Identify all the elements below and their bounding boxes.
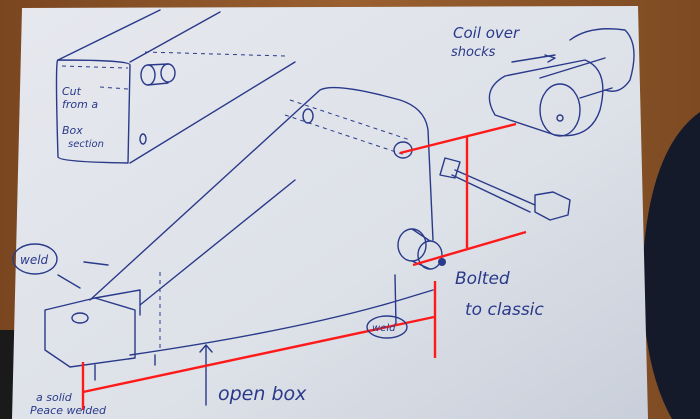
label-bolted-2: to classic [465, 300, 544, 320]
dark-object [642, 112, 700, 419]
label-solid-piece-2: Peace welded [30, 404, 107, 417]
label-text: from a [62, 98, 98, 111]
label-cut-from-box-section: Cut from a Box section [62, 85, 104, 150]
box-section-drawing [55, 9, 296, 164]
label-weld-left: weld [20, 253, 49, 267]
coil-over-shock-drawing [488, 28, 635, 137]
dark-corner [0, 330, 14, 419]
swing-arm-drawing [44, 86, 446, 406]
label-coil-over-1: Coil over [453, 24, 520, 42]
label-text: Cut [62, 85, 82, 98]
weld-circle-left [12, 243, 58, 275]
paper-sheet [12, 6, 648, 419]
label-weld-right: weld [372, 323, 396, 334]
label-coil-over-2: shocks [451, 45, 496, 60]
label-solid-piece-1: a solid [36, 391, 73, 404]
bolt-drawing [439, 157, 571, 221]
weld-circle-right [366, 315, 408, 339]
label-text: Box [62, 124, 83, 137]
red-markup [81, 122, 527, 410]
label-open-box: open box [218, 383, 307, 405]
label-text: section [68, 139, 104, 150]
label-bolted-1: Bolted [455, 269, 510, 289]
